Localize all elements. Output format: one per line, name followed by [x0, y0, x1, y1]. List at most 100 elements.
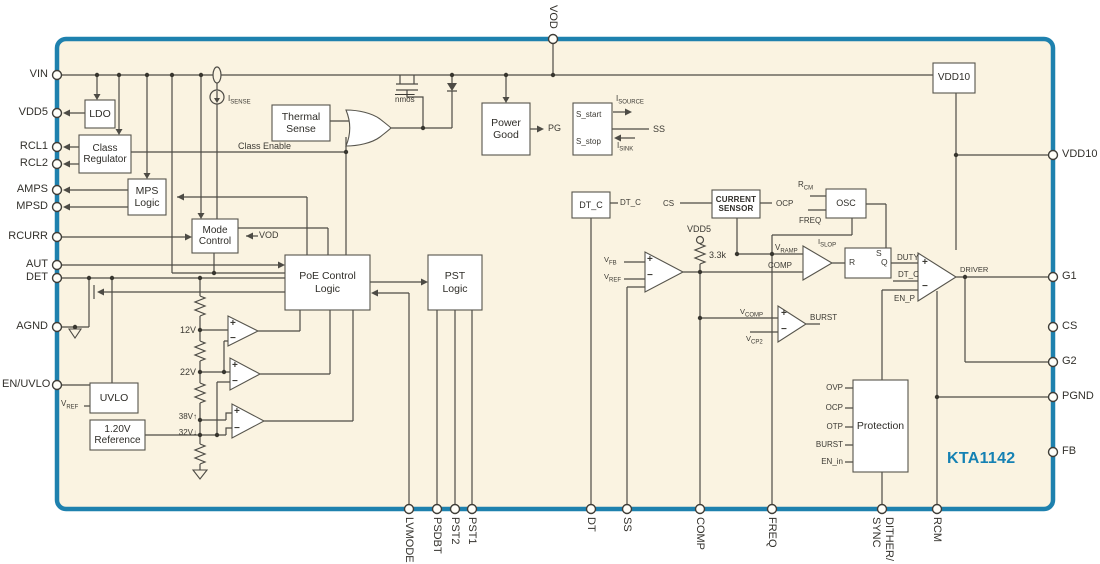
- latch-r-label: R: [849, 257, 856, 267]
- or-gate: [345, 109, 392, 147]
- mode-control-box: [191, 218, 239, 254]
- block-s-start: S_start: [576, 110, 602, 119]
- block-pst-logic: PST Logic: [442, 270, 468, 295]
- ldo-box: [84, 99, 116, 129]
- comp1-minus: −: [230, 333, 236, 344]
- pin-g2: [1047, 356, 1059, 368]
- pin-label-rcl1: RCL1: [19, 140, 48, 152]
- net-islop: ISLOP: [818, 237, 837, 249]
- pin-amps: [51, 184, 63, 196]
- pin-fb: [1047, 446, 1059, 458]
- pin-label-dt: DT: [585, 517, 597, 532]
- net-38v: 38V↑: [178, 412, 197, 421]
- pin-vin: [51, 69, 63, 81]
- block-uvlo: UVLO: [99, 391, 129, 404]
- pin-label-pst1: PST1: [466, 517, 478, 545]
- comp2-minus: −: [232, 376, 238, 387]
- pin-en-uvlo: [51, 379, 63, 391]
- net-rcm: RCM: [798, 180, 814, 192]
- driver-plus: +: [922, 257, 928, 268]
- current-sensor-box: [711, 189, 761, 219]
- pin-label-mpsd: MPSD: [16, 200, 48, 212]
- net-ocp: OCP: [776, 199, 794, 208]
- pin-pst1: [466, 503, 478, 515]
- pin-label-rcurr: RCURR: [8, 230, 48, 242]
- pin-label-aut: AUT: [26, 258, 48, 270]
- pin-rcl1: [51, 141, 63, 153]
- analog-symbols: [67, 66, 705, 480]
- block-ldo: LDO: [89, 107, 111, 120]
- pin-label-rcl2: RCL2: [19, 157, 48, 169]
- burst-comparator: [777, 304, 808, 344]
- osc-box: [825, 188, 867, 219]
- net-burst-out: BURST: [810, 313, 838, 322]
- net-vref-amp: VREF: [604, 272, 622, 284]
- block-reference: 1.20V Reference: [94, 423, 141, 447]
- pin-label-vod: VOD: [547, 5, 559, 29]
- net-32v: 32V↓: [178, 428, 197, 437]
- part-number: KTA1142: [947, 450, 1016, 467]
- pin-label-agnd: AGND: [16, 320, 48, 332]
- erramp-minus: −: [647, 270, 653, 281]
- erramp-plus: +: [647, 254, 653, 265]
- comparator-22v: [229, 357, 262, 391]
- pin-vdd10: [1047, 149, 1059, 161]
- pin-lvmode: [403, 503, 415, 515]
- pin-pgnd: [1047, 391, 1059, 403]
- pin-label-vin: VIN: [29, 68, 48, 80]
- pin-label-det: DET: [26, 271, 48, 283]
- pin-label-lvmode: LVMODE: [403, 517, 415, 563]
- net-isense: ISENSE: [228, 94, 251, 106]
- latch-box: [844, 247, 892, 279]
- block-thermal-sense: Thermal Sense: [281, 110, 321, 135]
- burst-minus: −: [781, 324, 787, 335]
- pin-mpsd: [51, 201, 63, 213]
- pins: [51, 33, 1059, 515]
- power-good-box: [481, 102, 531, 156]
- pin-label-cs: CS: [1062, 320, 1078, 332]
- net-vcomp: VCOMP: [740, 307, 764, 319]
- pin-det: [51, 272, 63, 284]
- comparator-uvlo: [231, 403, 266, 439]
- driver-minus: −: [922, 281, 928, 292]
- reference-box: [89, 419, 146, 451]
- net-en-in: EN_in: [821, 457, 843, 466]
- junction-dots: [72, 72, 968, 438]
- net-duty: DUTY: [897, 253, 919, 262]
- net-burst-in: BURST: [815, 440, 843, 449]
- net-enp: EN_P: [894, 294, 915, 303]
- net-cs: CS: [663, 199, 675, 208]
- comp3-plus: +: [234, 406, 240, 417]
- net-vramp: VRAMP: [775, 243, 798, 255]
- pin-psdbt: [431, 503, 443, 515]
- block-poe-control: PoE Control Logic: [299, 270, 356, 295]
- block-current-sensor: CURRENT SENSOR: [715, 194, 757, 213]
- uvlo-box: [89, 382, 139, 414]
- pin-comp: [694, 503, 706, 515]
- poe-control-box: [284, 254, 371, 311]
- pin-label-rcm: RCM: [931, 517, 943, 543]
- net-22v: 22V: [179, 367, 196, 377]
- pin-aut: [51, 259, 63, 271]
- vdd10-box: [932, 62, 976, 94]
- block-s-stop: S_stop: [576, 137, 601, 146]
- pin-label-vdd5: VDD5: [18, 106, 48, 118]
- pin-rcurr: [51, 231, 63, 243]
- pst-logic-box: [427, 254, 483, 311]
- burst-plus: +: [781, 308, 787, 319]
- pin-label-psdbt: PSDBT: [431, 517, 443, 554]
- pin-agnd: [51, 321, 63, 333]
- pin-cs: [1047, 321, 1059, 333]
- net-ss: SS: [653, 124, 666, 134]
- pin-label-pst2: PST2: [449, 517, 461, 545]
- comp3-minus: −: [234, 423, 240, 434]
- net-dtc-driver: DT_C: [898, 270, 919, 279]
- class-regulator-box: [78, 134, 132, 174]
- pin-rcm: [931, 503, 943, 515]
- block-power-good: Power Good: [491, 116, 521, 141]
- comp2-plus: +: [232, 360, 238, 371]
- net-pg: PG: [548, 123, 562, 133]
- net-isource: ISOURCE: [616, 94, 644, 106]
- block-dt-c: DT_C: [579, 199, 603, 210]
